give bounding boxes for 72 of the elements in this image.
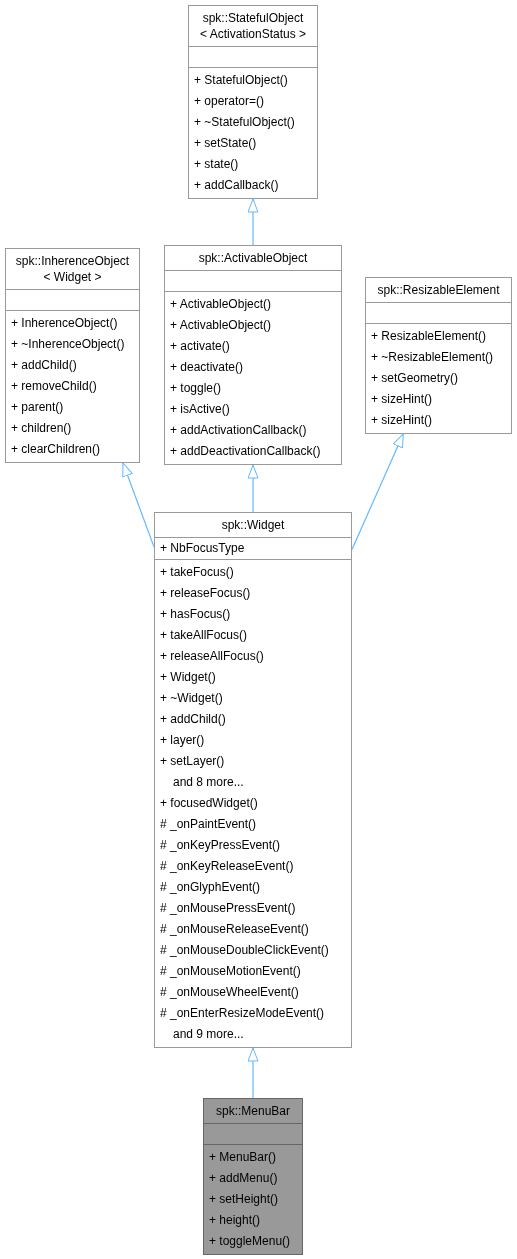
member-label: # _onKeyPressEvent(): [160, 838, 281, 852]
class-name: spk::ActivableObject: [198, 250, 308, 266]
member-label: + activate(): [170, 339, 230, 353]
member-label: + ~Widget(): [160, 691, 223, 705]
inheritance-arrow: [247, 198, 259, 246]
member-label: + sizeHint(): [371, 413, 432, 427]
member-label: + isActive(): [170, 402, 230, 416]
member-label: + NbFocusType: [160, 541, 245, 555]
member-label: # _onPaintEvent(): [160, 817, 257, 831]
inheritance-arrow: [122, 462, 155, 548]
member-label: + removeChild(): [11, 379, 97, 393]
member-label: + ~ResizableElement(): [371, 350, 494, 364]
member-label: + toggle(): [170, 381, 222, 395]
class-name: spk::ResizableElement: [377, 282, 500, 298]
member-label: + operator=(): [194, 94, 265, 108]
member-label: + focusedWidget(): [160, 796, 258, 810]
member-label: + Widget(): [160, 670, 216, 684]
member-label: + addMenu(): [209, 1171, 278, 1185]
member-label: + state(): [194, 157, 239, 171]
member-label: + layer(): [160, 733, 205, 747]
member-label: + takeFocus(): [160, 565, 234, 579]
member-label: + setLayer(): [160, 754, 225, 768]
inheritance-arrow: [351, 433, 404, 551]
member-label: and 8 more...: [173, 775, 244, 789]
member-label: # _onMouseDoubleClickEvent(): [160, 943, 329, 957]
member-label: # _onMouseReleaseEvent(): [160, 922, 309, 936]
member-label: + StatefulObject(): [194, 73, 288, 87]
member-label: # _onGlyphEvent(): [160, 880, 261, 894]
member-label: + addChild(): [11, 358, 77, 372]
member-label: # _onKeyReleaseEvent(): [160, 859, 294, 873]
member-label: + addDeactivationCallback(): [170, 444, 321, 458]
class-box: [154, 512, 352, 1048]
member-label: + ResizableElement(): [371, 329, 487, 343]
member-label: + children(): [11, 421, 72, 435]
member-label: + addActivationCallback(): [170, 423, 307, 437]
class-name: spk::StatefulObject < ActivationStatus >: [198, 10, 308, 42]
member-label: + ActivableObject(): [170, 297, 272, 311]
member-label: + releaseAllFocus(): [160, 649, 264, 663]
class-name: spk::MenuBar: [215, 1103, 290, 1119]
class-box: [5, 248, 140, 463]
member-label: + ActivableObject(): [170, 318, 272, 332]
member-label: + setState(): [194, 136, 257, 150]
class-name: spk::InherenceObject < Widget >: [14, 253, 131, 285]
member-label: + addCallback(): [194, 178, 279, 192]
member-label: + hasFocus(): [160, 607, 231, 621]
member-label: + height(): [209, 1213, 261, 1227]
class-name: spk::Widget: [221, 517, 285, 533]
member-label: + ~StatefulObject(): [194, 115, 295, 129]
member-label: # _onMouseWheelEvent(): [160, 985, 299, 999]
class-box: [164, 245, 342, 465]
member-label: + parent(): [11, 400, 64, 414]
member-label: # _onMouseMotionEvent(): [160, 964, 301, 978]
member-label: + addChild(): [160, 712, 226, 726]
member-label: + ~InherenceObject(): [11, 337, 125, 351]
member-label: + toggleMenu(): [209, 1234, 291, 1248]
member-label: + setHeight(): [209, 1192, 279, 1206]
member-label: # _onEnterResizeModeEvent(): [160, 1006, 325, 1020]
member-label: and 9 more...: [173, 1027, 244, 1041]
inheritance-arrow: [247, 464, 259, 513]
member-label: + MenuBar(): [209, 1150, 277, 1164]
member-label: + setGeometry(): [371, 371, 459, 385]
class-box: [203, 1098, 303, 1255]
member-label: + InherenceObject(): [11, 316, 118, 330]
member-label: # _onMousePressEvent(): [160, 901, 296, 915]
inheritance-arrow: [247, 1047, 259, 1099]
member-label: + deactivate(): [170, 360, 244, 374]
member-label: + releaseFocus(): [160, 586, 251, 600]
member-label: + sizeHint(): [371, 392, 432, 406]
class-box: [188, 5, 318, 199]
member-label: + takeAllFocus(): [160, 628, 248, 642]
member-label: + clearChildren(): [11, 442, 101, 456]
class-box: [365, 277, 512, 434]
